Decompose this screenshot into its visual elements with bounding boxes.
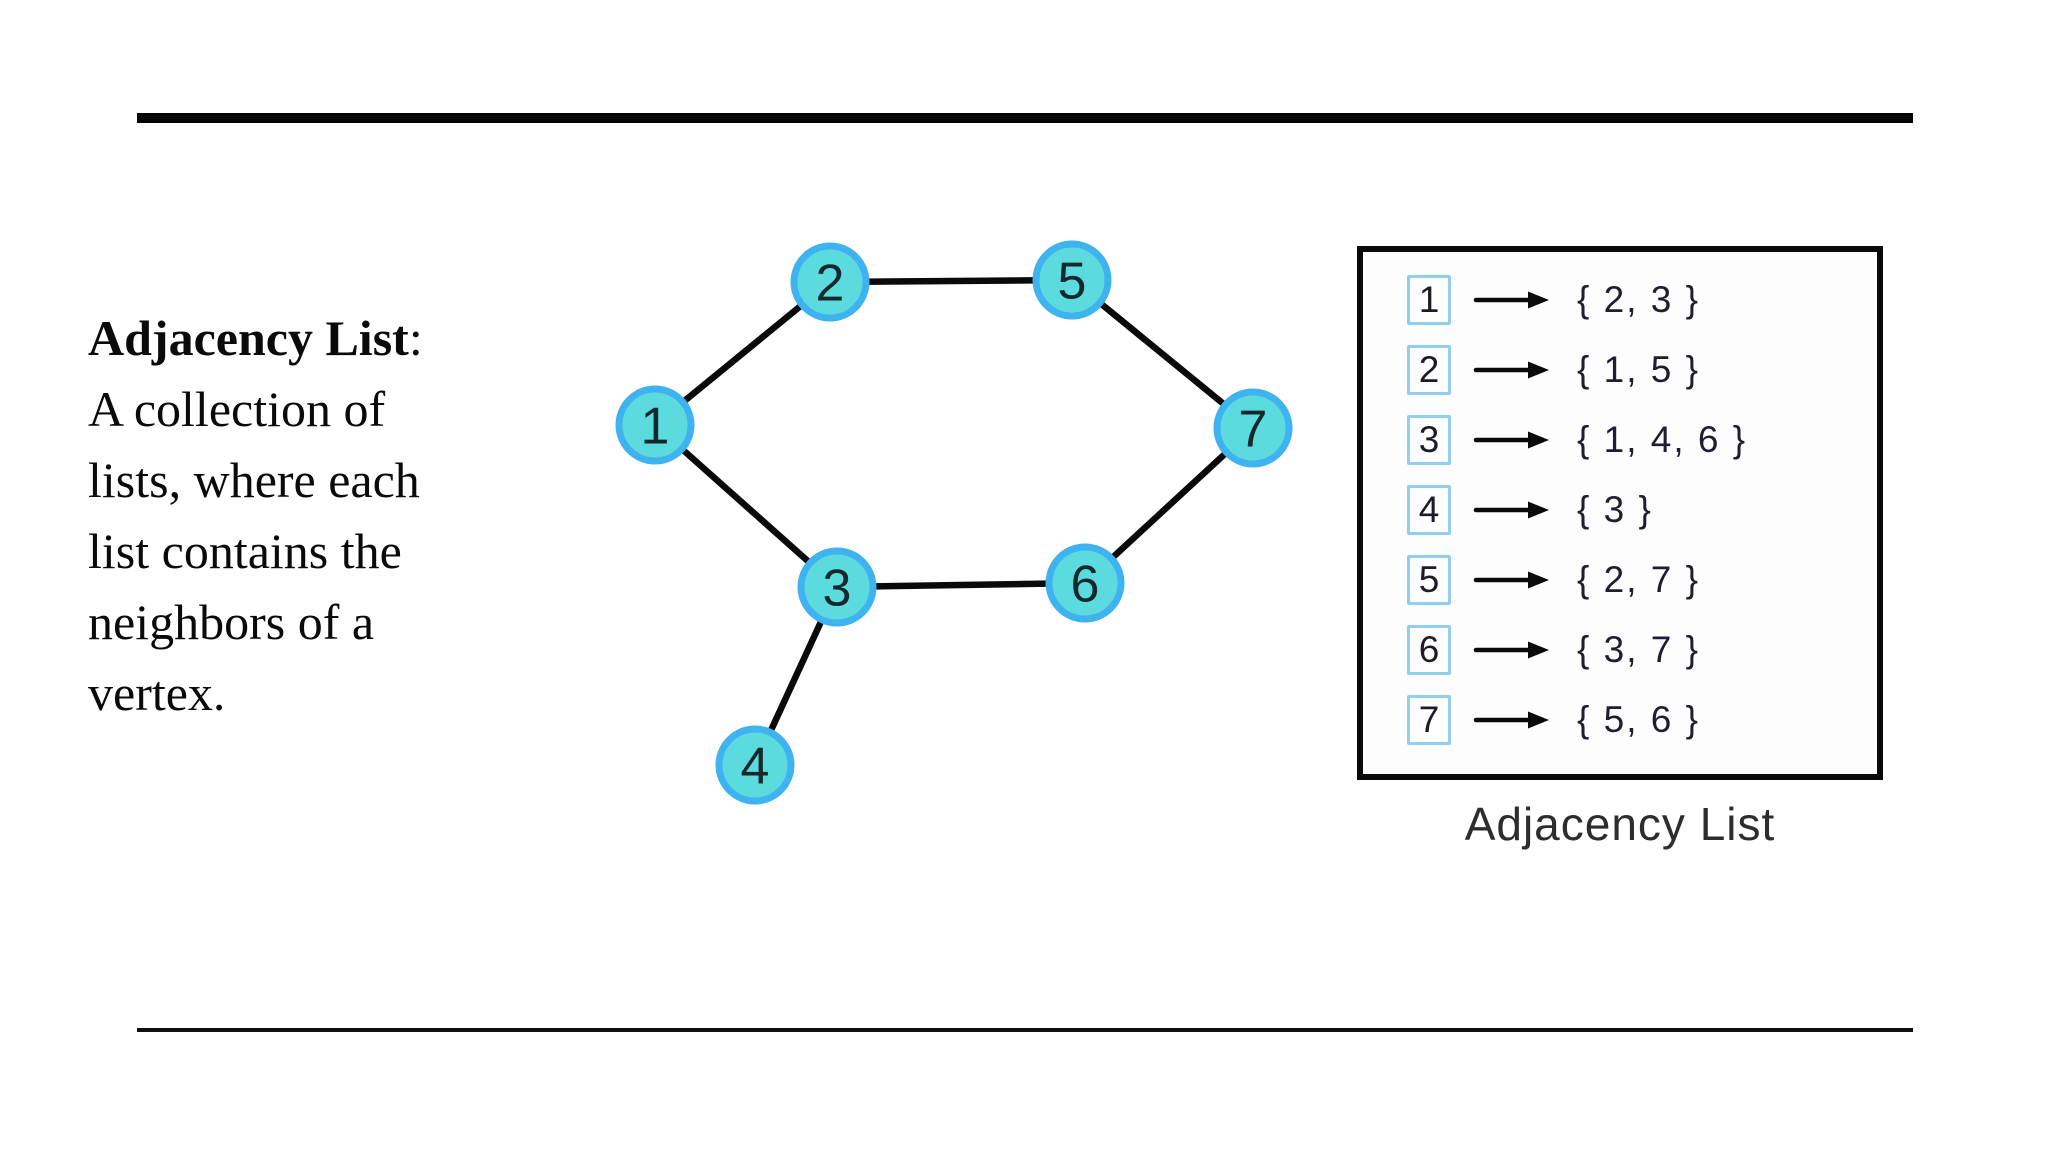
definition-lines: A collection of lists, where each list con… (88, 374, 423, 729)
panel-caption: Adjacency List (1464, 798, 1776, 850)
adjacency-row-2: 2 { 1, 5 } (1363, 335, 1877, 405)
arrow-right-icon (1473, 429, 1551, 451)
neighbor-set-text: { 2, 7 } (1577, 559, 1700, 600)
graph-edge-3-6 (833, 579, 1089, 591)
definition-line: lists, where each (88, 452, 420, 508)
neighbor-set-text: { 3 } (1577, 489, 1653, 530)
arrow-right-icon (1473, 639, 1551, 661)
arrow-right-icon (1473, 569, 1551, 591)
definition-line: vertex. (88, 665, 226, 721)
graph-node-3 (797, 547, 877, 627)
graph-node-label-4: 4 (741, 738, 770, 796)
vertex-index-box: 6 (1407, 625, 1451, 675)
neighbor-set-text: { 1, 4, 6 } (1577, 419, 1748, 460)
graph-node-6 (1045, 543, 1125, 623)
graph-node-1 (615, 385, 695, 465)
adjacency-row-5: 5 { 2, 7 } (1363, 545, 1877, 615)
graph-node-4 (715, 725, 795, 805)
definition-text: Adjacency List: A collection of lists, wh… (88, 303, 423, 729)
bottom-rule (137, 1028, 1913, 1032)
graph-node-label-1: 1 (641, 398, 670, 456)
graph-node-2 (790, 242, 870, 322)
vertex-index-box: 2 (1407, 345, 1451, 395)
graph-node-label-7: 7 (1239, 401, 1268, 459)
arrow-right-icon (1473, 289, 1551, 311)
vertex-index-box: 5 (1407, 555, 1451, 605)
adjacency-row-7: 7 { 5, 6 } (1363, 685, 1877, 755)
definition-line: A collection of (88, 381, 386, 437)
graph-edge-2-5 (826, 276, 1076, 286)
graph-node-label-5: 5 (1058, 253, 1087, 311)
arrow-right-icon (1473, 359, 1551, 381)
neighbor-set-text: { 1, 5 } (1577, 349, 1700, 390)
definition-line: neighbors of a (88, 594, 375, 650)
neighbor-set-text: { 5, 6 } (1577, 699, 1700, 740)
arrow-right-icon (1473, 499, 1551, 521)
arrow-right-icon (1473, 709, 1551, 731)
vertex-index-box: 1 (1407, 275, 1451, 325)
definition-separator: : (408, 310, 423, 366)
graph-node-7 (1213, 388, 1293, 468)
graph-node-label-3: 3 (823, 560, 852, 618)
vertex-index-box: 3 (1407, 415, 1451, 465)
adjacency-row-6: 6 { 3, 7 } (1363, 615, 1877, 685)
vertex-index-box: 4 (1407, 485, 1451, 535)
adjacency-row-4: 4 { 3 } (1363, 475, 1877, 545)
definition-term-line: Adjacency List: (88, 303, 423, 374)
neighbor-set-text: { 3, 7 } (1577, 629, 1700, 670)
definition-line: list contains the (88, 523, 402, 579)
top-rule (137, 113, 1913, 123)
vertex-index-box: 7 (1407, 695, 1451, 745)
adjacency-row-3: 3 { 1, 4, 6 } (1363, 405, 1877, 475)
graph-edge-1-3 (651, 421, 841, 591)
neighbor-set-text: { 2, 3 } (1577, 279, 1700, 320)
graph-node-label-2: 2 (816, 255, 845, 313)
adjacency-row-1: 1 { 2, 3 } (1363, 265, 1877, 335)
graph-node-label-6: 6 (1071, 556, 1100, 614)
adjacency-panel: 1 { 2, 3 } 2 { 1, 5 } 3 { 1, 4, 6 } 4 { 3 } 5 { 2… (1357, 246, 1883, 780)
definition-term: Adjacency List (88, 310, 409, 366)
graph-node-5 (1032, 240, 1112, 320)
